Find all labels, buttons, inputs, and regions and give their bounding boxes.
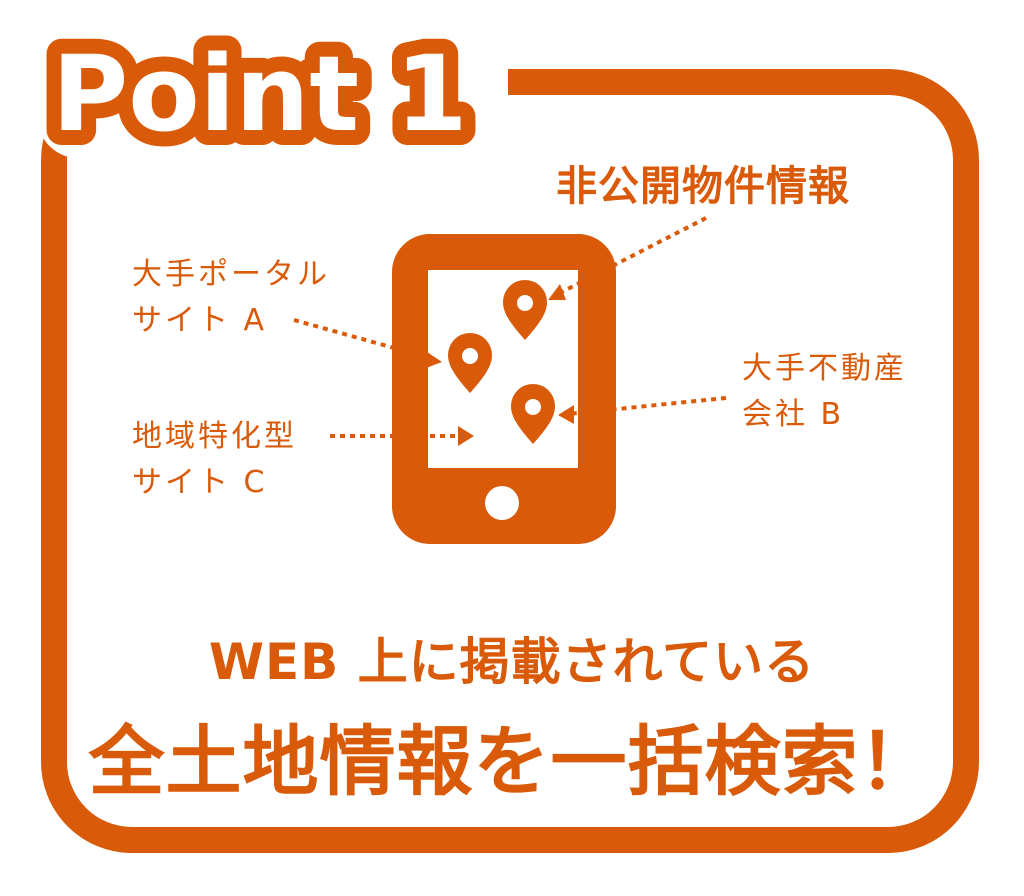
source-label-portal-line2: サイト A: [132, 303, 268, 338]
map-pin-icon: [511, 384, 555, 444]
badge-title: Point 1: [52, 33, 468, 155]
dotted-arrow-icon: [293, 216, 727, 438]
source-label-regional-line1: 地域特化型: [132, 419, 297, 454]
headline-line1: WEB 上に掲載されている: [208, 633, 816, 691]
card-border: [41, 69, 979, 853]
source-label-regional-line2: サイト C: [132, 465, 268, 500]
source-label-portal-line1: 大手ポータル: [132, 257, 330, 292]
source-label-portal: 大手ポータル サイト A: [132, 252, 330, 344]
source-label-realestate: 大手不動産 会社 B: [742, 346, 907, 438]
source-label-regional: 地域特化型 サイト C: [132, 414, 297, 506]
map-pin-icon: [503, 280, 547, 340]
arrow-heads: [424, 284, 574, 446]
badge-cover: [38, 30, 508, 158]
source-label-realestate-line2: 会社 B: [742, 397, 845, 432]
secret-listings-label: 非公開物件情報: [556, 162, 850, 210]
smartphone-icon: [392, 234, 616, 544]
source-label-realestate-line1: 大手不動産: [742, 351, 907, 386]
map-pin-icon: [448, 333, 492, 393]
headline-line2: 全土地情報を一括検索！: [88, 717, 936, 806]
